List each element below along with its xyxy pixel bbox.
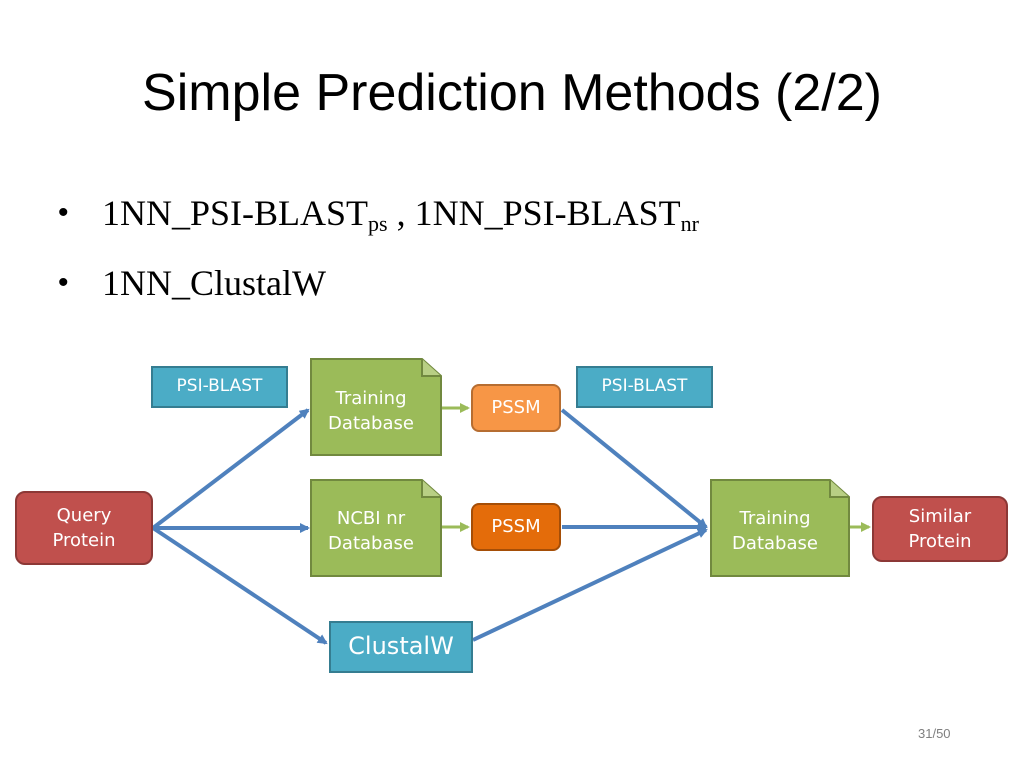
bullet-subscript-nr: nr: [680, 211, 699, 236]
pssm-box-top: PSSM: [471, 384, 561, 432]
page-number: 31/50: [918, 726, 951, 741]
training-db-top-shape: [310, 358, 442, 456]
arrow-query-to-clustalw: [151, 526, 328, 645]
training-db-right-shape: [710, 479, 850, 577]
similar-protein-box: Similar Protein: [872, 496, 1008, 562]
query-protein-box: Query Protein: [15, 491, 153, 565]
bullet-item-clustalw: • 1NN_ClustalW: [58, 258, 699, 328]
bullet-dot-icon: •: [58, 266, 69, 299]
training-db-right-label: Training Database: [732, 507, 818, 554]
arrow-clustalw-to-training-db: [472, 528, 708, 642]
psi-blast-label-right: PSI-BLAST: [576, 366, 713, 408]
training-db-right-fold: [829, 480, 849, 498]
arrow-query-to-training-db: [151, 408, 310, 530]
bullet-item-psi-blast: • 1NN_PSI-BLASTps , 1NN_PSI-BLASTnr: [58, 188, 699, 258]
ncbi-db-shape: [310, 479, 442, 577]
psi-blast-label-left: PSI-BLAST: [151, 366, 288, 408]
clustalw-box: ClustalW: [329, 621, 473, 673]
training-db-top-label: Training Database: [328, 387, 414, 434]
bullet-subscript-ps: ps: [368, 211, 388, 236]
bullet-text-part: 1NN_PSI-BLAST: [102, 193, 369, 233]
slide-title: Simple Prediction Methods (2/2): [142, 64, 882, 122]
training-db-top-fold: [421, 359, 441, 377]
bullet-text: 1NN_ClustalW: [102, 263, 326, 303]
bullet-list: • 1NN_PSI-BLASTps , 1NN_PSI-BLASTnr • 1NN_…: [58, 188, 699, 328]
bullet-text-part: , 1NN_PSI-BLAST: [387, 193, 681, 233]
ncbi-db-label: NCBI nr Database: [328, 507, 414, 554]
arrow-pssm-top-to-training-db: [560, 408, 708, 529]
ncbi-db-fold: [421, 480, 441, 498]
bullet-dot-icon: •: [58, 196, 69, 229]
pssm-box-mid: PSSM: [471, 503, 561, 551]
